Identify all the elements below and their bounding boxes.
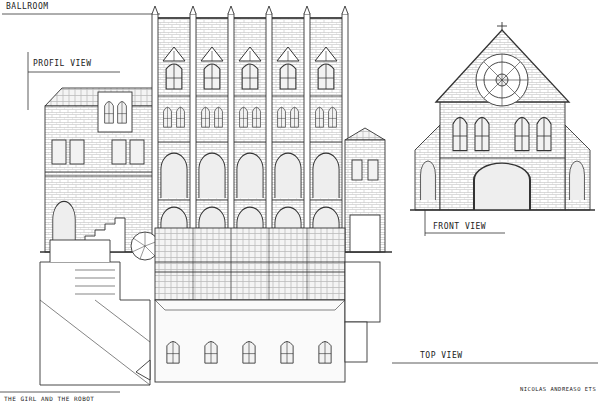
author-credit: NICOLAS ANDREASO ETS: [520, 386, 596, 392]
footer-line: [0, 392, 120, 393]
window: [205, 341, 217, 363]
view-label: FRONT VIEW: [433, 223, 486, 232]
view-label: TOP VIEW: [420, 352, 463, 361]
view-leader: [392, 363, 598, 364]
window: [515, 117, 529, 150]
side-aisle: [565, 125, 590, 210]
profile-view: [40, 6, 392, 252]
hall-roof: [155, 300, 345, 382]
window: [167, 341, 179, 363]
hall-wall: [155, 18, 345, 252]
front-view: [410, 22, 595, 210]
window: [319, 341, 331, 363]
view-label: PROFIL VIEW: [33, 60, 91, 69]
cornice: [45, 172, 155, 176]
main-portal: [474, 163, 530, 210]
window: [70, 140, 84, 164]
view-leader: [425, 210, 505, 236]
string-course: [155, 96, 345, 200]
rose-window: [476, 54, 528, 106]
window: [112, 140, 126, 164]
window: [105, 101, 114, 123]
title-underline: [2, 14, 160, 15]
roof-hip: [40, 300, 150, 385]
window: [52, 140, 66, 164]
annex-plan: [50, 240, 110, 262]
window: [130, 140, 144, 164]
window: [243, 341, 255, 363]
ground-line: [410, 209, 595, 210]
window: [368, 160, 378, 180]
annex-tower: [98, 92, 132, 132]
wing-wall: [345, 140, 385, 252]
porch: [350, 215, 380, 252]
roof-ridge: [155, 262, 345, 272]
project-name: THE GIRL AND THE ROBOT: [4, 396, 94, 403]
hall-roof: [155, 228, 345, 300]
window: [537, 117, 551, 150]
side-aisle: [415, 125, 440, 210]
window: [118, 101, 127, 123]
window: [281, 341, 293, 363]
window: [475, 117, 489, 150]
top-view: [40, 228, 380, 385]
buttresses: [152, 6, 348, 252]
wing-roof: [345, 128, 385, 140]
bays: [161, 47, 339, 252]
string-course: [440, 158, 565, 159]
sheet-lines: [0, 14, 598, 392]
wing-plan: [345, 322, 367, 362]
window: [453, 117, 467, 150]
annex-plan: [40, 262, 150, 385]
window: [352, 160, 362, 180]
roof-ridge: [155, 17, 345, 18]
window: [570, 161, 585, 200]
stair-treads: [75, 270, 115, 294]
facade: [440, 100, 565, 210]
wing-plan: [345, 262, 380, 322]
finial: [497, 22, 507, 30]
window: [421, 161, 436, 200]
sheet-title: BALLROOM: [6, 3, 49, 12]
turret: [136, 360, 150, 380]
